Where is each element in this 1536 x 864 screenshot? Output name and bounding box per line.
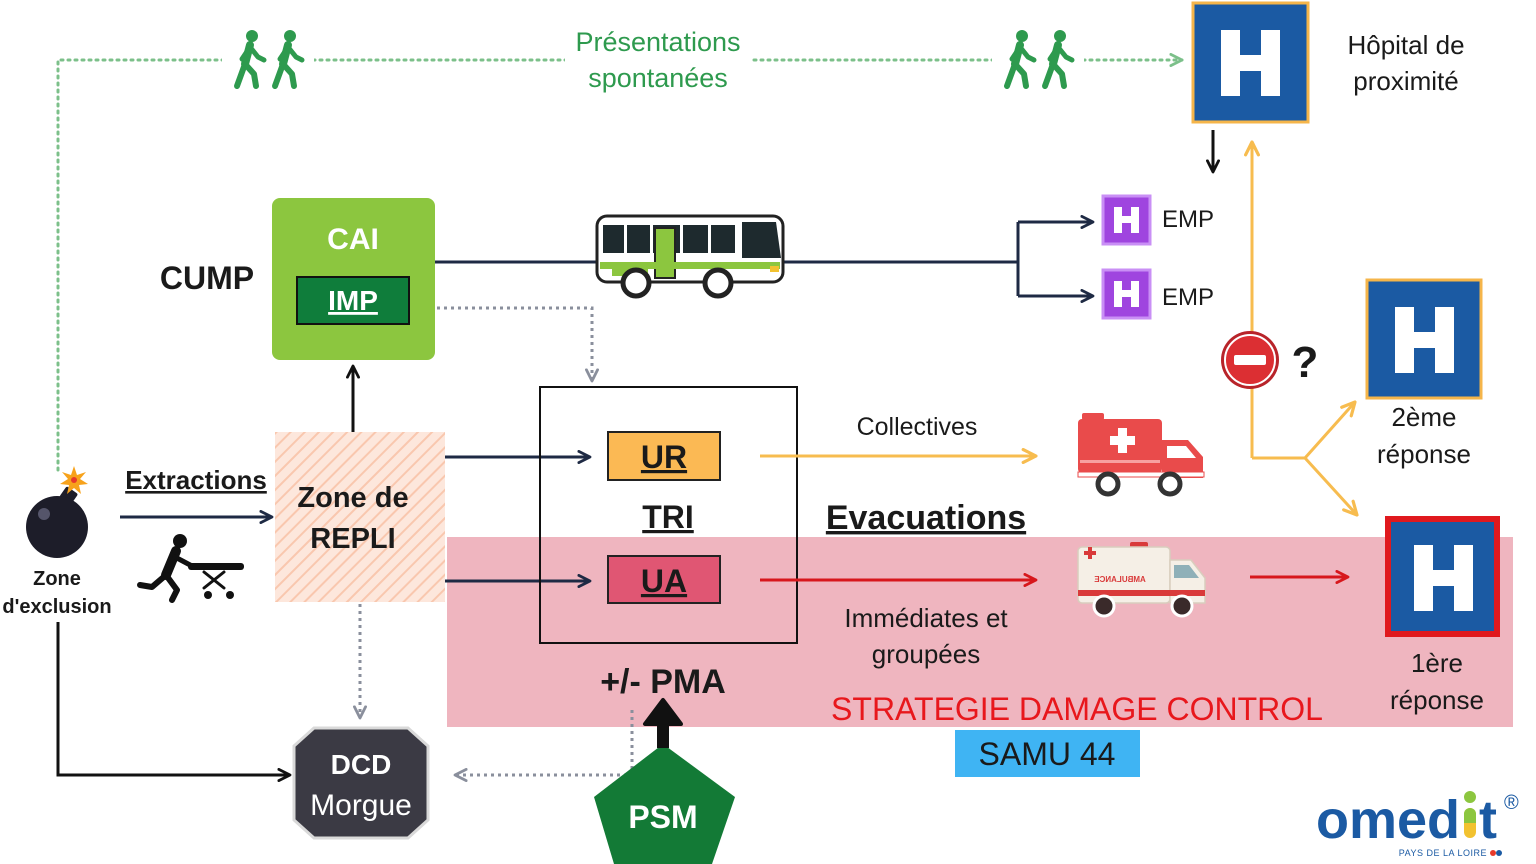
morgue-node xyxy=(292,726,430,840)
ambulance-lettering: AMBULANCE xyxy=(1094,575,1146,584)
extractions-label: Extractions xyxy=(125,465,267,495)
strategy-label: STRATEGIE DAMAGE CONTROL xyxy=(831,691,1323,727)
hospital-icon xyxy=(1365,278,1483,400)
ur-label: UR xyxy=(641,439,687,475)
proximity-hospital-label-line1: Hôpital de xyxy=(1347,30,1464,60)
logo-tagline: PAYS DE LA LOIRE xyxy=(1399,848,1487,858)
walking-people-icon xyxy=(1004,30,1075,89)
arrow-exclusion-to-morgue xyxy=(56,622,292,782)
fallback-zone-label-line2: REPLI xyxy=(310,523,395,555)
collective-label: Collectives xyxy=(857,413,978,441)
imp-box xyxy=(296,276,410,325)
blocked-question-mark: ? xyxy=(1292,338,1319,387)
immediate-label-line2: groupées xyxy=(872,639,980,669)
logo-flag-dot-blue xyxy=(1496,850,1502,856)
proximity-hospital-label-line2: proximité xyxy=(1353,66,1458,96)
logo-name-end: t xyxy=(1479,790,1497,850)
hospital-icon xyxy=(1191,1,1310,124)
second-response-label-line2: réponse xyxy=(1377,439,1471,469)
emp-hospital-icon xyxy=(1101,194,1152,246)
samu-box xyxy=(955,730,1140,777)
psm-node xyxy=(594,744,735,864)
bus-icon xyxy=(595,214,785,299)
immediate-label-line1: Immédiates et xyxy=(844,603,1008,633)
evacuations-label: Evacuations xyxy=(826,499,1026,537)
samu-label: SAMU 44 xyxy=(979,736,1116,772)
first-response-label-line1: 1ère xyxy=(1411,648,1463,678)
first-response-label-line2: réponse xyxy=(1390,685,1484,715)
second-response-label-line1: 2ème xyxy=(1391,402,1456,432)
cai-title: CAI xyxy=(327,223,379,256)
triage-label: TRI xyxy=(642,499,694,535)
morgue-label-line2: Morgue xyxy=(310,789,412,822)
ambulance-icon xyxy=(1077,413,1205,497)
ua-label: UA xyxy=(641,563,687,599)
spontaneous-label-backdrop xyxy=(565,22,751,98)
bomb-icon xyxy=(26,466,88,558)
fallback-zone-box xyxy=(275,432,445,602)
omedit-logo: omed t ® PAYS DE LA LOIRE xyxy=(1316,790,1519,858)
ambulance-icon: AMBULANCE xyxy=(1077,542,1206,618)
walking-people-icon xyxy=(234,30,305,89)
spontaneous-label-line1: Présentations xyxy=(575,27,740,57)
arrow-to-second-response xyxy=(1303,400,1357,459)
logo-registered-mark: ® xyxy=(1504,792,1519,814)
psm-label: PSM xyxy=(628,799,697,835)
logo-flag-dot-red xyxy=(1490,850,1496,856)
stretcher-rescuer-icon xyxy=(137,534,244,603)
ur-box xyxy=(607,431,721,481)
pill-icon xyxy=(1464,791,1476,838)
emp-label: EMP xyxy=(1162,206,1214,233)
cump-label: CUMP xyxy=(160,260,254,296)
exclusion-zone-label-line1: Zone xyxy=(33,568,81,590)
arrow-psm-to-pma xyxy=(643,698,683,748)
ua-box xyxy=(607,555,721,604)
emp-hospital-icon xyxy=(1101,268,1152,320)
emp-label: EMP xyxy=(1162,284,1214,311)
arrow-to-first-response-orange xyxy=(1303,456,1359,517)
triage-box xyxy=(539,386,798,644)
spontaneous-label-line2: spontanées xyxy=(588,63,728,93)
fallback-zone-label-line1: Zone de xyxy=(297,482,408,514)
pma-label: +/- PMA xyxy=(600,663,726,701)
hospital-icon xyxy=(1385,516,1500,637)
exclusion-zone-label-line2: d'exclusion xyxy=(2,596,111,618)
no-entry-icon xyxy=(1221,331,1279,389)
dotted-arrow-imp-to-tri xyxy=(437,306,599,383)
imp-label: IMP xyxy=(328,285,378,316)
logo-name-start: omed xyxy=(1316,790,1460,850)
morgue-label-line1: DCD xyxy=(331,749,392,780)
